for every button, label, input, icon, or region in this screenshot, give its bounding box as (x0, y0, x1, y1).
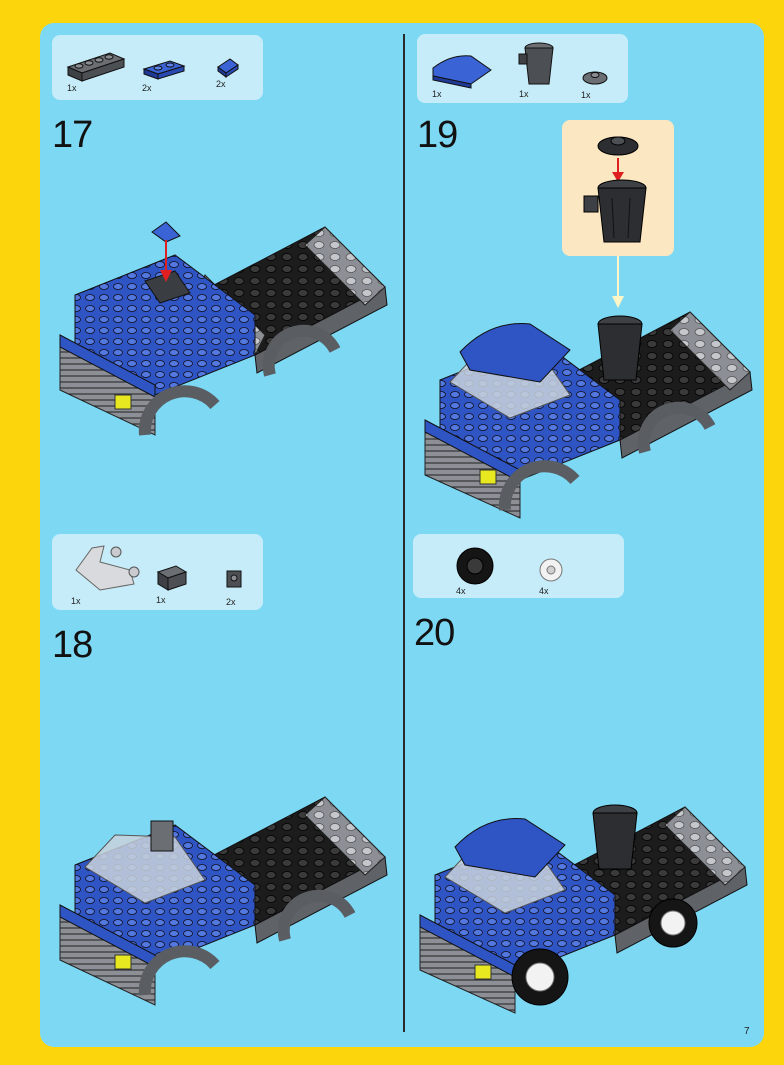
dark-gray-brick-1x4-icon (66, 52, 126, 82)
dark-gray-bracket-icon (226, 570, 242, 588)
trans-clear-windscreen-icon (75, 545, 140, 591)
placement-arrow-icon (160, 240, 172, 282)
part-qty: 4x (456, 586, 466, 596)
column-divider (403, 34, 405, 1032)
part-qty: 2x (226, 597, 236, 607)
blue-curved-slope-icon (432, 55, 492, 89)
part-qty: 1x (67, 83, 77, 93)
parts-list-step-17: 1x 2x 2x (52, 35, 263, 100)
part-qty: 1x (156, 595, 166, 605)
step-number-19: 19 (417, 114, 458, 156)
part-qty: 1x (581, 90, 591, 100)
dark-gray-trash-can-icon (518, 42, 554, 85)
step-number-18: 18 (52, 624, 93, 666)
page-number: 7 (744, 1026, 750, 1037)
callout-pointer-icon (612, 256, 624, 308)
parts-list-step-20: 4x 4x (413, 534, 624, 598)
step-number-20: 20 (414, 612, 455, 654)
blue-slope-icon (217, 58, 239, 78)
truck-chassis-step-19 (424, 311, 753, 519)
step-number-17: 17 (52, 114, 93, 156)
callout-arrow-icon (612, 158, 624, 182)
parts-list-step-19: 1x 1x 1x (417, 34, 628, 103)
truck-chassis-step-17 (59, 226, 388, 436)
parts-list-step-18: 1x 1x 2x (52, 534, 263, 610)
part-qty: 1x (71, 596, 81, 606)
part-qty: 4x (539, 586, 549, 596)
dark-gray-round-plate-icon (582, 71, 608, 85)
truck-complete-step-20 (419, 804, 748, 1014)
part-qty: 2x (216, 79, 226, 89)
black-tire-icon (456, 547, 494, 585)
blue-plate-1x2-icon (142, 60, 186, 80)
part-qty: 2x (142, 83, 152, 93)
white-wheel-rim-icon (539, 558, 563, 582)
trash-can-detail-icon (583, 179, 647, 243)
blue-slope-piece-icon (151, 221, 181, 243)
assembly-callout (562, 120, 674, 256)
truck-chassis-step-18 (59, 796, 388, 1006)
part-qty: 1x (432, 89, 442, 99)
part-qty: 1x (519, 89, 529, 99)
round-plate-detail-icon (597, 136, 639, 156)
dark-gray-slope-icon (156, 565, 188, 591)
